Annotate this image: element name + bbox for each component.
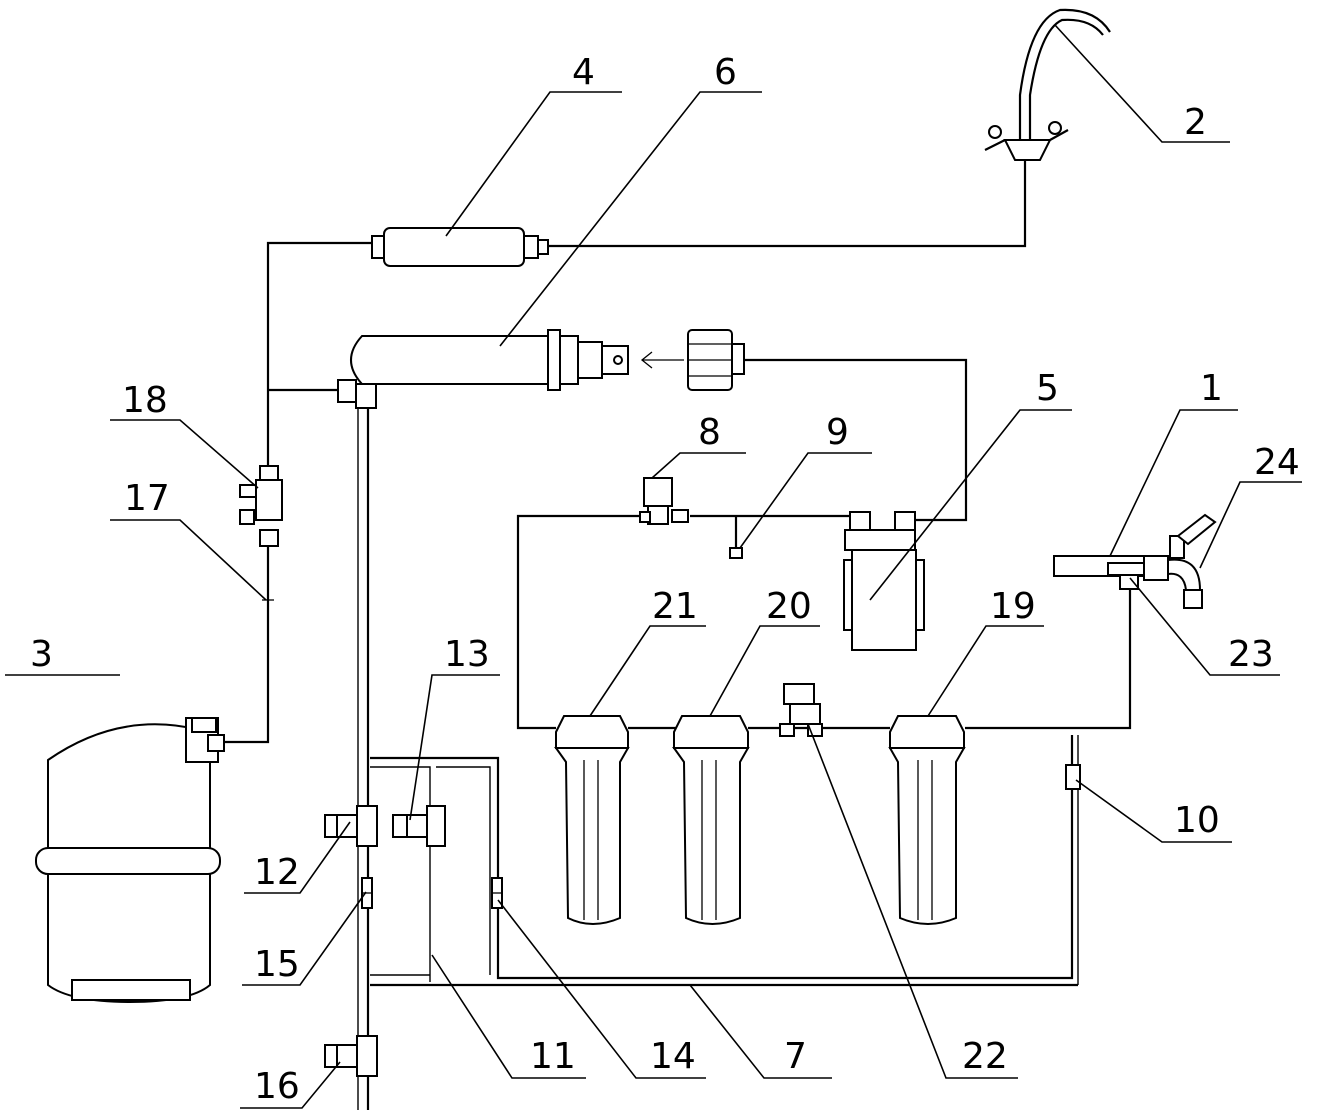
label-1: 1 [1200, 368, 1223, 409]
filter-cartridge-19 [888, 715, 966, 925]
leader-lines [5, 24, 1302, 1109]
booster-pump [687, 329, 745, 391]
ball-valve-13 [392, 805, 446, 847]
label-18: 18 [122, 380, 168, 421]
flow-arrow [640, 351, 684, 369]
label-19: 19 [990, 586, 1036, 627]
label-14: 14 [650, 1036, 696, 1077]
pressure-storage-tank [35, 717, 225, 1004]
label-16: 16 [254, 1066, 300, 1107]
label-7: 7 [784, 1036, 807, 1077]
label-15: 15 [254, 944, 300, 985]
label-22: 22 [962, 1036, 1008, 1077]
pipe-network [220, 160, 1132, 1110]
drain-tee [729, 516, 743, 559]
label-2: 2 [1184, 102, 1207, 143]
flow-restrictor-14 [491, 877, 503, 909]
label-10: 10 [1174, 800, 1220, 841]
faucet [984, 8, 1111, 161]
label-21: 21 [652, 586, 698, 627]
label-5: 5 [1036, 368, 1059, 409]
label-3: 3 [30, 634, 53, 675]
filter-cartridge-21 [554, 715, 630, 925]
filter-cartridge-20 [672, 715, 750, 925]
label-24: 24 [1254, 442, 1300, 483]
ball-valve-16 [324, 1035, 378, 1077]
ro-membrane-housing [337, 329, 629, 409]
label-11: 11 [530, 1036, 576, 1077]
label-8: 8 [698, 412, 721, 453]
solenoid-valve [639, 477, 689, 525]
post-carbon-filter [371, 227, 549, 267]
ball-valve-12 [324, 805, 378, 847]
label-9: 9 [826, 412, 849, 453]
flow-restrictor-15 [361, 877, 373, 909]
label-13: 13 [444, 634, 490, 675]
inlet-ball-valve [1143, 513, 1217, 609]
inlet-solenoid-22 [779, 683, 823, 737]
label-4: 4 [572, 52, 595, 93]
pressure-switch [843, 511, 925, 651]
label-20: 20 [766, 586, 812, 627]
label-12: 12 [254, 852, 300, 893]
label-17: 17 [124, 478, 170, 519]
label-23: 23 [1228, 634, 1274, 675]
callout-labels: 4 6 2 18 17 3 8 9 5 1 24 23 21 20 19 13 … [30, 52, 1300, 1107]
label-6: 6 [714, 52, 737, 93]
inlet-pipe [1053, 555, 1149, 590]
check-valve [239, 465, 283, 547]
flow-restrictor-10 [1065, 764, 1081, 790]
